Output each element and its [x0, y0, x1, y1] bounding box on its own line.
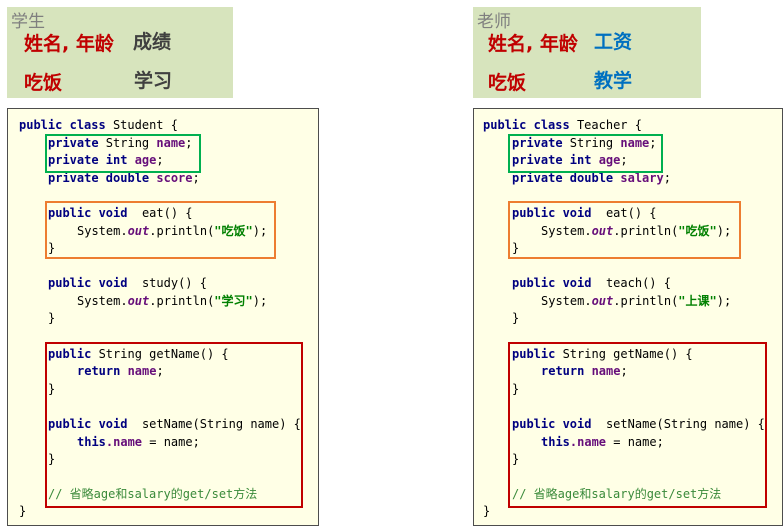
setname-body: this.name = name; [77, 435, 200, 449]
teach-method-close: } [512, 311, 520, 325]
setname-close: } [48, 452, 56, 466]
getname-signature: public String getName() { [512, 347, 693, 361]
teacher-code-panel: public class Teacher { private String na… [473, 108, 783, 526]
eat-method-signature: public void eat() { [48, 206, 193, 220]
teach-method-body: System.out.println("上课"); [541, 294, 732, 308]
student-behavior: 吃饭 [24, 72, 63, 94]
class-close: } [19, 504, 27, 518]
getname-close: } [512, 382, 520, 396]
setname-close: } [512, 452, 520, 466]
teacher-unique-behavior: 教学 [594, 70, 633, 92]
class-close: } [483, 504, 491, 518]
field-name: private String name; [48, 136, 193, 150]
student-card-title: 学生 [11, 12, 45, 32]
field-salary: private double salary; [512, 171, 671, 185]
student-unique-attribute: 成绩 [133, 31, 172, 53]
student-code-panel: public class Student { private String na… [7, 108, 319, 526]
getname-close: } [48, 382, 56, 396]
teacher-attributes: 姓名, 年龄 [488, 33, 578, 55]
class-declaration: public class Teacher { [483, 118, 642, 132]
setname-body: this.name = name; [541, 435, 664, 449]
field-score: private double score; [48, 171, 200, 185]
teacher-card-title: 老师 [477, 12, 511, 32]
getname-body: return name; [541, 364, 628, 378]
setname-signature: public void setName(String name) { [512, 417, 765, 431]
study-method-body: System.out.println("学习"); [77, 294, 268, 308]
student-summary-card: 学生 姓名, 年龄 成绩 吃饭 学习 [7, 7, 233, 98]
teacher-unique-attribute: 工资 [594, 31, 633, 53]
getname-body: return name; [77, 364, 164, 378]
teacher-behavior: 吃饭 [488, 72, 527, 94]
field-age: private int age; [512, 153, 628, 167]
study-method-signature: public void study() { [48, 276, 207, 290]
class-declaration: public class Student { [19, 118, 178, 132]
accessor-comment: // 省略age和salary的get/set方法 [48, 487, 258, 501]
teacher-summary-card: 老师 姓名, 年龄 工资 吃饭 教学 [473, 7, 701, 98]
field-age: private int age; [48, 153, 164, 167]
study-method-close: } [48, 311, 56, 325]
accessor-comment: // 省略age和salary的get/set方法 [512, 487, 722, 501]
eat-method-body: System.out.println("吃饭"); [77, 224, 268, 238]
teach-method-signature: public void teach() { [512, 276, 671, 290]
eat-method-close: } [48, 241, 56, 255]
student-unique-behavior: 学习 [134, 70, 173, 92]
eat-method-close: } [512, 241, 520, 255]
eat-method-body: System.out.println("吃饭"); [541, 224, 732, 238]
setname-signature: public void setName(String name) { [48, 417, 301, 431]
getname-signature: public String getName() { [48, 347, 229, 361]
eat-method-signature: public void eat() { [512, 206, 657, 220]
student-attributes: 姓名, 年龄 [24, 33, 114, 55]
field-name: private String name; [512, 136, 657, 150]
